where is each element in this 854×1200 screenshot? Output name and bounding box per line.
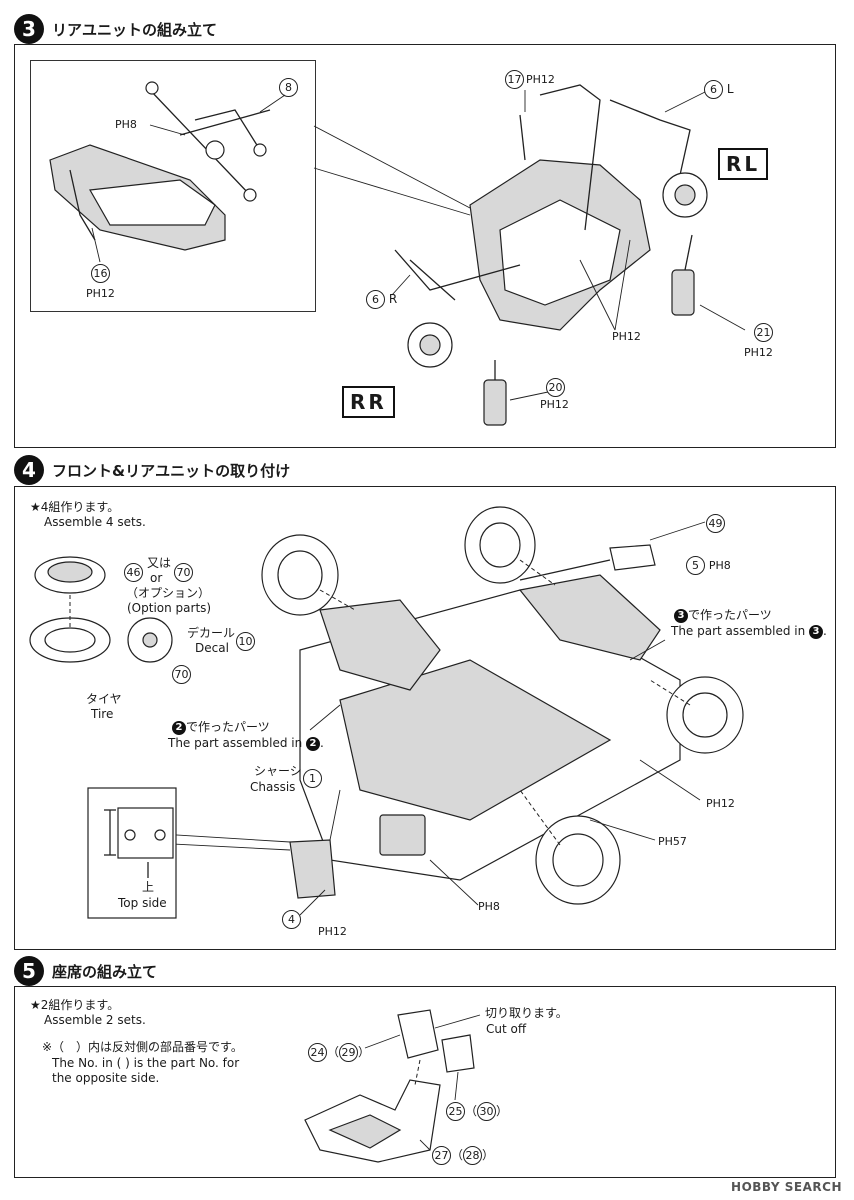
- part-10-label: 10: [236, 632, 255, 651]
- part-20-label: 20: [546, 378, 565, 397]
- step4-note-en: Assemble 4 sets.: [44, 515, 146, 529]
- step4-drawing: [29, 506, 744, 919]
- part-16-label: 16: [91, 264, 110, 283]
- part-70b-label: 70: [172, 665, 191, 684]
- step5-note-jp: ★2組作ります。: [30, 998, 120, 1012]
- made-in-2-en: The part assembled in 2.: [168, 736, 324, 751]
- part-4-label: 4: [282, 910, 301, 929]
- or-jp-label: 又は: [147, 556, 172, 570]
- step5-title: 座席の組み立て: [52, 962, 158, 981]
- cut-off-en-label: Cut off: [486, 1022, 527, 1036]
- step4-note-jp: ★4組作ります。: [30, 500, 120, 514]
- ph12-bottom-ref: PH12: [318, 925, 347, 938]
- top-en-label: Top side: [118, 896, 167, 910]
- ph8-bottom-ref: PH8: [478, 900, 500, 913]
- ph12-right-ref: PH12: [706, 797, 735, 810]
- part-5-label: 5 PH8: [686, 556, 731, 575]
- chassis-jp-label: シャーシ: [254, 764, 302, 778]
- tire-en-label: Tire: [91, 707, 114, 721]
- step5-header: 5 座席の組み立て: [14, 956, 157, 986]
- chassis-en-label: Chassis: [250, 780, 296, 794]
- step3-drawing: [49, 81, 746, 426]
- made-in-3-en: The part assembled in 3.: [671, 624, 827, 639]
- step3-number: 3: [14, 14, 44, 44]
- part-70a-label: 70: [174, 563, 193, 582]
- part-17-label: 17: [505, 70, 524, 89]
- step4-header: 4 フロント&リアユニットの取り付け: [14, 455, 290, 485]
- part-46-label: 46: [124, 563, 143, 582]
- cut-off-jp-label: 切り取ります。: [485, 1006, 568, 1020]
- part-20-ref: PH12: [540, 398, 569, 411]
- top-jp-label: 上: [142, 880, 155, 894]
- part-8-label: 8: [279, 78, 298, 97]
- step3-header: 3 リアユニットの組み立て: [14, 14, 217, 44]
- ph8-ref-inset: PH8: [115, 118, 137, 131]
- part-6l-label: 6 L: [704, 80, 734, 99]
- part-1-label: 1: [303, 769, 322, 788]
- watermark-logo: HOBBY SEARCH: [731, 1180, 842, 1194]
- part-6r-label: 6 R: [366, 290, 397, 309]
- step4-title: フロント&リアユニットの取り付け: [52, 461, 291, 480]
- decal-jp-label: デカール: [187, 626, 236, 640]
- part-25-30-label: 25（30）: [446, 1102, 508, 1121]
- part-21-ref: PH12: [744, 346, 773, 359]
- rl-badge: RL: [718, 148, 769, 180]
- ph12-center-ref: PH12: [612, 330, 641, 343]
- step4-number: 4: [14, 455, 44, 485]
- part-17-ref: PH12: [526, 73, 555, 86]
- part-16-ref: PH12: [86, 287, 115, 300]
- part-27-28-label: 27（28）: [432, 1146, 494, 1165]
- part-49-label: 49: [706, 514, 725, 533]
- part-21-label: 21: [754, 323, 773, 342]
- ph57-ref: PH57: [658, 835, 687, 848]
- opposite-note-jp: ※（ ）内は反対側の部品番号です。: [42, 1040, 243, 1054]
- step5-number: 5: [14, 956, 44, 986]
- step3-title: リアユニットの組み立て: [52, 20, 218, 39]
- decal-en-label: Decal: [195, 641, 229, 655]
- option-en-label: (Option parts): [127, 601, 212, 615]
- opposite-note-en2: the opposite side.: [52, 1071, 160, 1085]
- rr-badge: RR: [342, 386, 395, 418]
- or-en-label: or: [150, 571, 163, 585]
- step5-note-en: Assemble 2 sets.: [44, 1013, 146, 1027]
- opposite-note-en1: The No. in ( ) is the part No. for: [52, 1056, 240, 1070]
- tire-jp-label: タイヤ: [86, 692, 122, 706]
- part-24-29-label: 24（29）: [308, 1043, 370, 1062]
- option-jp-label: （オプション）: [126, 586, 211, 600]
